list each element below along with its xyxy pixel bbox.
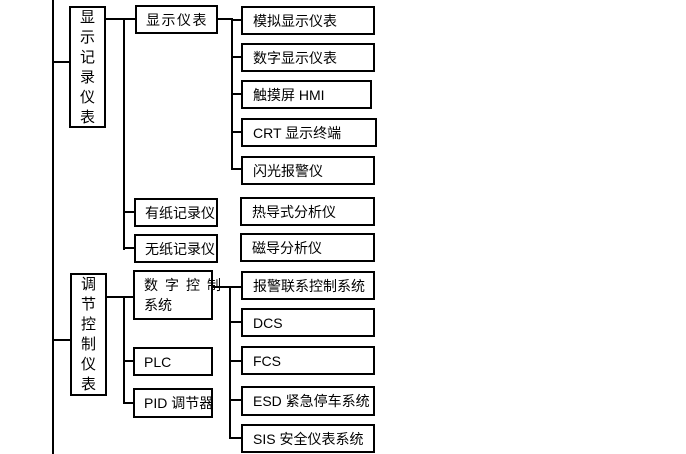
node-label-char: 录 — [79, 68, 95, 86]
node-label-line1: 数字控制 — [144, 277, 228, 293]
node-display-meter: 显示仪表 — [135, 5, 218, 34]
stub-fcs-line — [229, 360, 241, 362]
node-label-char: 记 — [79, 48, 95, 66]
stub-flash-alarm-line — [231, 168, 241, 170]
node-label: PLC — [144, 353, 172, 370]
node-digital-control-system: 数字控制 系统 — [133, 270, 221, 320]
node-label-char: 制 — [80, 336, 96, 353]
node-sis-safety-instrumented-system: SIS 安全仪表系统 — [241, 424, 375, 453]
display-meter-to-spine-line — [218, 18, 233, 20]
display-group-spine-vline — [123, 18, 125, 250]
stub-analog-display-line — [231, 19, 241, 21]
stub-sis-line — [229, 437, 241, 439]
node-label: FCS — [253, 352, 281, 369]
node-pid-controller: PID 调节器 — [133, 388, 213, 418]
node-display-recording-instruments: 显 示 记 录 仪 表 — [69, 6, 106, 128]
digital-control-to-alarm-line — [212, 286, 241, 288]
node-label-char: 仪 — [80, 356, 96, 373]
node-label: 无纸记录仪 — [145, 240, 215, 257]
control-group-to-digital-control-line — [107, 296, 133, 298]
stub-digital-display-line — [231, 56, 241, 58]
node-label: PID 调节器 — [144, 395, 214, 411]
node-regulation-control-instruments: 调 节 控 制 仪 表 — [70, 273, 107, 396]
node-label: 热导式分析仪 — [252, 203, 336, 220]
trunk-vline — [52, 0, 54, 454]
stub-plc-line — [123, 360, 133, 362]
node-digital-display-meter: 数字显示仪表 — [241, 43, 375, 72]
node-label-char: 节 — [80, 296, 96, 313]
node-thermal-conductivity-analyzer: 热导式分析仪 — [240, 197, 375, 226]
node-label-char: 表 — [80, 376, 96, 393]
node-label: 报警联系控制系统 — [253, 277, 365, 294]
node-analog-display-meter: 模拟显示仪表 — [241, 6, 375, 35]
node-label: 显示仪表 — [146, 11, 208, 28]
node-label: 模拟显示仪表 — [253, 12, 337, 29]
control-group-spine-vline — [123, 296, 125, 404]
node-magnetic-analyzer: 磁导分析仪 — [240, 233, 375, 262]
node-dcs: DCS — [241, 308, 375, 337]
node-label-char: 调 — [80, 276, 96, 293]
node-label: 触摸屏 HMI — [253, 86, 325, 103]
node-fcs: FCS — [241, 346, 375, 375]
node-label: SIS 安全仪表系统 — [253, 430, 364, 447]
node-label: DCS — [253, 314, 283, 331]
node-touchscreen-hmi: 触摸屏 HMI — [241, 80, 372, 109]
node-label-char: 仪 — [79, 88, 95, 106]
node-label: CRT 显示终端 — [253, 124, 342, 141]
node-label: ESD 紧急停车系统 — [253, 393, 370, 409]
stub-crt-terminal-line — [231, 131, 241, 133]
node-label-char: 显 — [79, 8, 95, 26]
display-group-to-display-meter-line — [105, 18, 135, 20]
node-paper-recorder: 有纸记录仪 — [134, 198, 218, 227]
stub-pid-line — [123, 402, 133, 404]
node-label: 数字显示仪表 — [253, 49, 337, 66]
node-label-line2: 系统 — [144, 297, 172, 313]
node-label: 有纸记录仪 — [145, 204, 215, 221]
trunk-to-display-group-line — [52, 61, 70, 63]
node-plc: PLC — [133, 347, 213, 376]
node-alarm-interlock-control-system: 报警联系控制系统 — [241, 271, 375, 300]
node-esd-emergency-shutdown-system: ESD 紧急停车系统 — [241, 386, 375, 416]
node-label-char: 示 — [79, 28, 95, 46]
stub-touchscreen-hmi-line — [231, 93, 241, 95]
node-flash-alarm: 闪光报警仪 — [241, 156, 375, 185]
node-label: 磁导分析仪 — [252, 239, 322, 256]
stub-paper-recorder-line — [123, 211, 134, 213]
stub-paperless-recorder-line — [123, 247, 134, 249]
node-paperless-recorder: 无纸记录仪 — [134, 234, 218, 263]
node-label-char: 表 — [79, 108, 95, 126]
stub-dcs-line — [229, 321, 241, 323]
node-label-char: 控 — [80, 316, 96, 333]
trunk-to-control-group-line — [52, 339, 70, 341]
node-label: 闪光报警仪 — [253, 162, 323, 179]
node-crt-display-terminal: CRT 显示终端 — [241, 118, 377, 147]
digital-control-spine-vline — [229, 286, 231, 439]
stub-esd-line — [229, 399, 241, 401]
